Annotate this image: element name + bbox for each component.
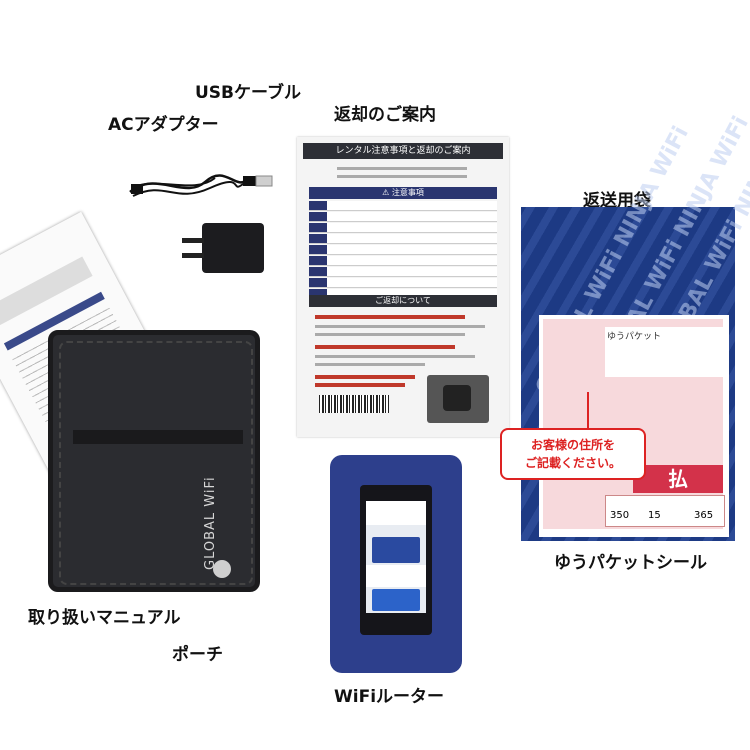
ac-adapter-image [182, 223, 264, 273]
guide-row [309, 256, 497, 266]
router-screen-status [372, 537, 420, 563]
router-screen-card [372, 589, 420, 611]
label-address-area: ゆうパケット [605, 327, 723, 377]
label-heading: ゆうパケット [607, 332, 662, 342]
label-ac-adapter: ACアダプター [108, 115, 219, 135]
guide-row [309, 212, 497, 222]
globe-icon [213, 560, 231, 578]
manual-image-row [0, 256, 93, 328]
callout-line1: お客様の住所を [530, 438, 615, 452]
usb-cable-drawing [129, 174, 273, 197]
guide-barcode [319, 395, 389, 413]
guide-red-line [315, 345, 455, 349]
label-manual: 取り扱いマニュアル [28, 608, 181, 628]
guide-red-line [315, 383, 405, 387]
guide-row [309, 223, 497, 233]
guide-warning-rows [309, 201, 497, 300]
label-usb-cable: USBケーブル [195, 83, 301, 103]
pouch-image: GLOBAL WiFi [48, 330, 260, 592]
guide-row [309, 245, 497, 255]
guide-return-heading: ご返却について [309, 295, 497, 307]
guide-photo [427, 375, 489, 423]
router-bezel [360, 485, 432, 635]
return-envelope: GLOBAL WiFi NINJA WiFi GLOBAL WiFi NINJA… [521, 92, 750, 541]
pouch-brand: GLOBAL WiFi [203, 476, 218, 570]
label-pay-mark: 払 [633, 465, 723, 493]
guide-text-line [315, 333, 465, 336]
guide-return-text: ご返却について [375, 296, 431, 305]
yu-packet-label: ゆうパケット 払 350 15 365 [539, 315, 729, 537]
grid-value: 350 [610, 510, 630, 521]
guide-row [309, 234, 497, 244]
label-return-guide: 返却のご案内 [334, 105, 436, 125]
guide-row [309, 278, 497, 288]
label-return-bag: 返送用袋 [583, 191, 651, 211]
label-router: WiFiルーター [334, 687, 445, 707]
pouch-strap [73, 430, 243, 444]
return-guide-sheet: レンタル注意事項と返却のご案内 ⚠ 注意事項 ご返却について [297, 137, 509, 437]
adapter-prong-top [182, 238, 204, 243]
router-screen-info [366, 565, 426, 587]
label-pouch: ポーチ [172, 645, 223, 665]
router-screen [366, 501, 426, 613]
guide-red-line [315, 315, 465, 319]
guide-text-line [315, 355, 475, 358]
guide-title: レンタル注意事項と返却のご案内 [303, 143, 503, 159]
guide-text-line [315, 325, 485, 328]
guide-warning-heading: ⚠ 注意事項 [309, 187, 497, 199]
adapter-prong-bottom [182, 253, 204, 258]
guide-warning-text: ⚠ 注意事項 [382, 188, 424, 197]
label-grid: 350 15 365 [605, 495, 725, 527]
pouch-zipper [59, 341, 253, 585]
usb-cable-image [125, 160, 275, 210]
wifi-router-image [330, 455, 462, 673]
callout-pointer [587, 392, 589, 430]
guide-text-line [315, 363, 425, 366]
address-callout: お客様の住所を ご記載ください。 [500, 428, 646, 480]
grid-value: 365 [694, 510, 714, 521]
callout-line2: ご記載ください。 [524, 456, 621, 470]
guide-red-line [315, 375, 415, 379]
guide-intro-line [337, 167, 467, 170]
guide-intro-line [337, 175, 467, 178]
label-yu-packet-seal: ゆうパケットシール [554, 553, 707, 573]
router-screen-header [366, 501, 426, 525]
guide-row [309, 267, 497, 277]
grid-value: 15 [648, 510, 661, 521]
guide-row [309, 201, 497, 211]
